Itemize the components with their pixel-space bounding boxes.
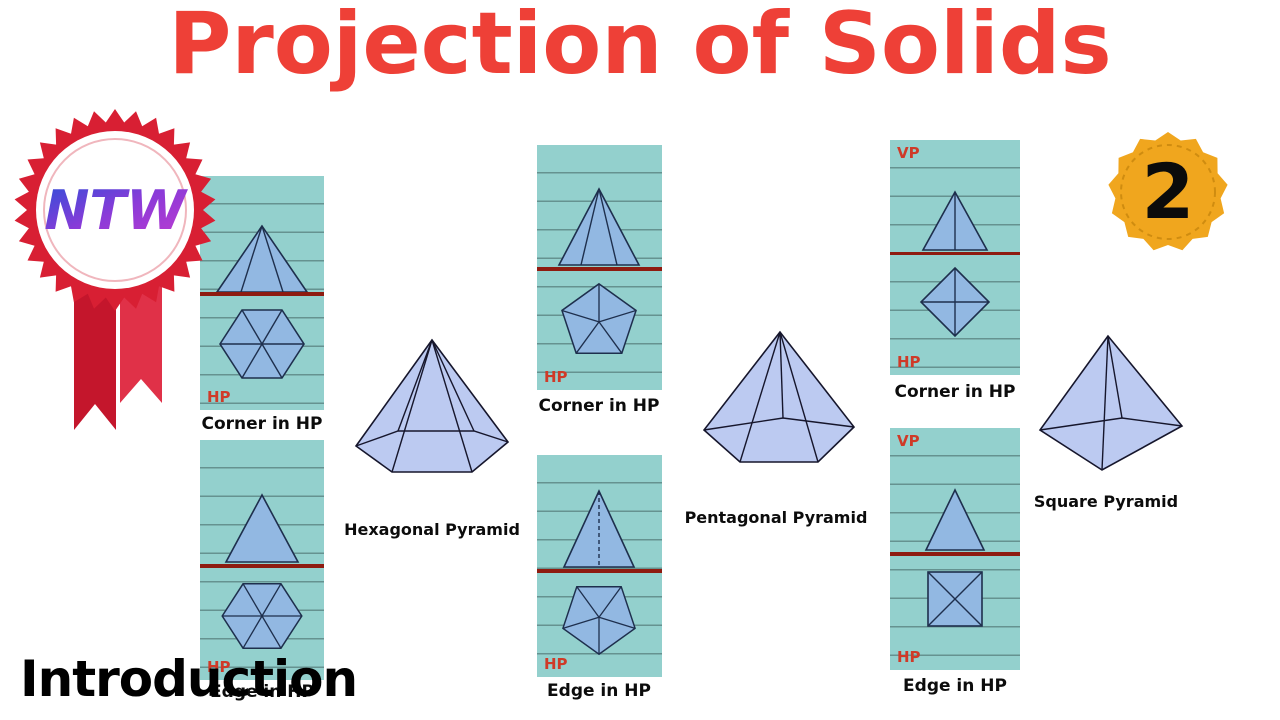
panel-square-corner-hp: VP HP — [890, 140, 1020, 375]
top-view-square-x — [927, 571, 983, 627]
panel-hex-corner-hp: HP — [200, 176, 324, 410]
top-view-hexagon — [219, 309, 305, 379]
hp-reference-line — [537, 267, 662, 271]
hp-label: HP — [207, 658, 231, 676]
caption-square-edge: Edge in HP — [903, 676, 1007, 696]
caption-hex-corner: Corner in HP — [201, 414, 323, 434]
main-title: Projection of Solids — [168, 0, 1112, 94]
ntw-logo-text: NTW — [44, 179, 188, 242]
hp-label: HP — [207, 388, 231, 406]
hp-reference-line — [200, 564, 324, 568]
front-view-triangle — [924, 488, 986, 551]
hp-reference-line — [890, 552, 1020, 556]
vp-label: VP — [897, 144, 920, 162]
front-view-triangle — [921, 190, 989, 251]
top-view-hexagon — [221, 583, 303, 649]
panel-pent-edge-hp: HP — [537, 455, 662, 677]
hp-reference-line — [890, 252, 1020, 255]
label-pentagonal-pyramid: Pentagonal Pyramid — [684, 508, 868, 527]
hp-label: HP — [544, 368, 568, 386]
badge-number: 2 — [1142, 147, 1195, 236]
badge-inner-ring — [1120, 144, 1216, 240]
vp-label: VP — [897, 432, 920, 450]
panel-pent-corner-hp: HP — [537, 145, 662, 390]
panel-square-edge-hp: VP HP — [890, 428, 1020, 670]
intro-label: Introduction — [20, 650, 358, 708]
caption-hex-edge: Edge in HP — [210, 682, 314, 702]
badge-graphic: 2 — [1108, 132, 1228, 251]
hp-label: HP — [544, 655, 568, 673]
label-square-pyramid: Square Pyramid — [1033, 492, 1179, 511]
caption-pent-corner: Corner in HP — [538, 396, 660, 416]
rosette-graphic: NTW — [14, 109, 216, 430]
hp-label: HP — [897, 648, 921, 666]
badge-scallop — [1108, 132, 1228, 251]
hp-label: HP — [897, 353, 921, 371]
hp-reference-line — [200, 292, 324, 296]
pentagonal-pyramid-3d — [702, 330, 856, 463]
hp-reference-line — [537, 569, 662, 573]
label-hexagonal-pyramid: Hexagonal Pyramid — [344, 520, 520, 539]
panel-hex-edge-hp: HP — [200, 440, 324, 680]
front-view-triangle — [224, 493, 300, 563]
hexagonal-pyramid-3d — [354, 338, 510, 473]
award-rosette-badge: NTW — [12, 98, 224, 443]
rosette-inner-ring — [43, 138, 187, 282]
rosette-inner-circle — [36, 131, 194, 289]
front-view-triangle — [215, 224, 309, 293]
ribbon-left — [74, 273, 116, 430]
top-view-diamond — [919, 266, 991, 338]
front-view-triangle — [562, 489, 636, 568]
caption-square-corner: Corner in HP — [894, 382, 1016, 402]
square-pyramid-3d — [1038, 334, 1184, 471]
top-view-pentagon — [562, 585, 636, 656]
top-view-pentagon — [561, 282, 637, 354]
front-view-triangle — [557, 187, 641, 266]
part-number-badge: 2 — [1106, 128, 1230, 260]
ribbon-right — [120, 273, 162, 403]
caption-pent-edge: Edge in HP — [547, 681, 651, 701]
